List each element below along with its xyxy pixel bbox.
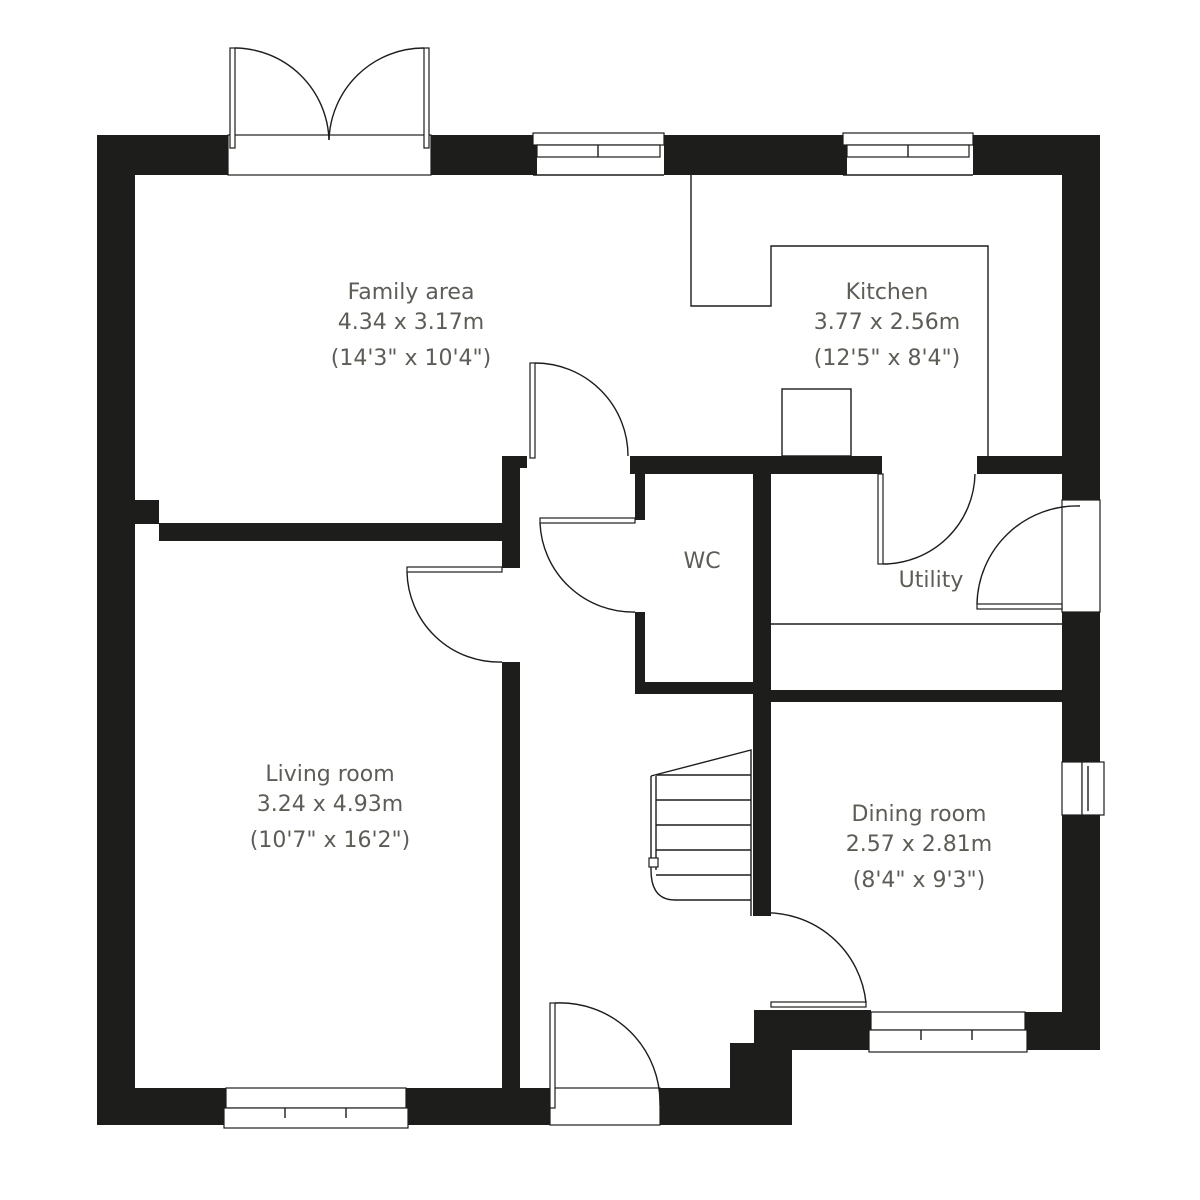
kitchen-worktop: [690, 175, 989, 457]
room-dimensions-metric: 4.34 x 3.17m: [337, 310, 485, 335]
outer-walls: [97, 135, 1100, 1125]
staircase: [648, 749, 752, 916]
room-label-living-room: Living room 3.24 x 4.93m (10'7" x 16'2"): [250, 760, 411, 856]
room-name: Utility: [898, 568, 964, 593]
room-dimensions-metric: 3.24 x 4.93m: [256, 792, 404, 817]
room-label-family-area: Family area 4.34 x 3.17m (14'3" x 10'4"): [331, 278, 492, 374]
room-label-utility: Utility: [899, 566, 964, 596]
room-dimensions-metric: 2.57 x 2.81m: [845, 832, 993, 857]
room-name: Kitchen: [845, 280, 929, 305]
room-name: Dining room: [851, 802, 987, 827]
room-dimensions-imperial: (8'4" x 9'3"): [852, 868, 986, 893]
room-dimensions-imperial: (14'3" x 10'4"): [330, 346, 492, 371]
room-name: WC: [683, 549, 721, 574]
room-dimensions-imperial: (10'7" x 16'2"): [249, 828, 411, 853]
room-dimensions-metric: 3.77 x 2.56m: [813, 310, 961, 335]
room-name: Living room: [265, 762, 395, 787]
room-label-kitchen: Kitchen 3.77 x 2.56m (12'5" x 8'4"): [814, 278, 961, 374]
internal-walls: [135, 456, 1062, 1088]
room-name: Family area: [347, 280, 475, 305]
room-label-wc: WC: [683, 547, 720, 577]
room-label-dining-room: Dining room 2.57 x 2.81m (8'4" x 9'3"): [846, 800, 992, 896]
doors: [227, 47, 1101, 1126]
windows: [223, 132, 1105, 1129]
room-dimensions-imperial: (12'5" x 8'4"): [813, 346, 961, 371]
